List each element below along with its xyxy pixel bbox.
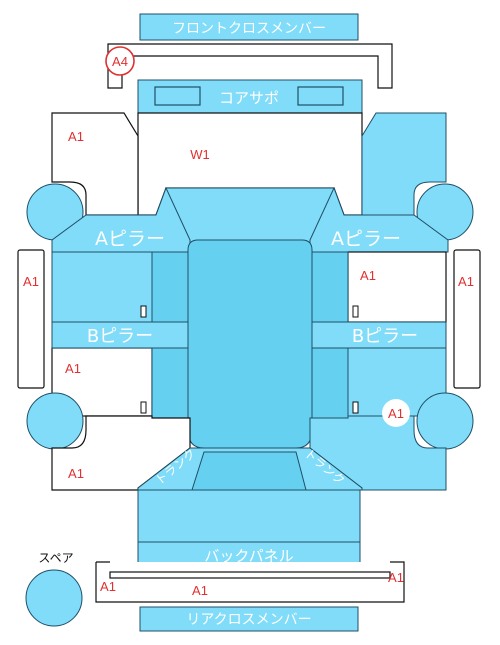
right-front-door[interactable] bbox=[347, 251, 447, 323]
trunk-floor bbox=[191, 451, 307, 491]
b-pillar-right[interactable] bbox=[311, 321, 447, 349]
back-panel-label: バックパネル bbox=[204, 547, 293, 565]
damage-mark-rwheel-a1: A1 bbox=[388, 406, 404, 421]
rear-cross-member[interactable] bbox=[139, 606, 359, 632]
rear-right-quarter[interactable] bbox=[309, 415, 447, 491]
rear-right-wheel[interactable] bbox=[416, 392, 474, 450]
spare-tire[interactable] bbox=[25, 569, 83, 627]
right-front-handle bbox=[352, 305, 359, 318]
left-front-handle bbox=[140, 305, 147, 318]
rear-cross-member-label: リアクロスメンバー bbox=[186, 612, 311, 628]
damage-mark-rear-m-a1: A1 bbox=[192, 583, 208, 598]
damage-mark-rdoor-a1: A1 bbox=[360, 268, 376, 283]
damage-patch-rwheel bbox=[382, 399, 410, 427]
roof-panel[interactable] bbox=[187, 239, 313, 449]
damage-mark-rear-l-a1: A1 bbox=[100, 579, 116, 594]
right-rear-handle bbox=[352, 401, 359, 414]
left-front-door[interactable] bbox=[51, 251, 153, 323]
right-side-sill[interactable] bbox=[453, 249, 481, 389]
damage-mark-roof-w1: W1 bbox=[190, 147, 210, 162]
damage-mark-rside-a1: A1 bbox=[458, 274, 474, 289]
damage-mark-fl-a1: A1 bbox=[68, 129, 84, 144]
damage-circle-a4 bbox=[105, 46, 135, 76]
damage-mark-ldoor-a1: A1 bbox=[65, 361, 81, 376]
damage-mark-lside-a1: A1 bbox=[23, 274, 39, 289]
rear-left-wheel[interactable] bbox=[26, 392, 84, 450]
front-left-fender[interactable] bbox=[51, 112, 139, 216]
b-pillar-left-label: Bピラー bbox=[87, 326, 153, 347]
a-pillar-right-label: Aピラー bbox=[331, 228, 401, 250]
core-support-label: コアサポ bbox=[219, 89, 279, 107]
front-cross-member-label: フロントクロスメンバー bbox=[172, 21, 326, 37]
front-cross-member[interactable] bbox=[139, 13, 359, 41]
core-support-left-opening bbox=[154, 86, 201, 106]
damage-mark-rl-a1: A1 bbox=[68, 466, 84, 481]
spare-label: スペア bbox=[38, 551, 73, 565]
core-support-right-opening bbox=[297, 86, 344, 106]
front-bumper-outline[interactable] bbox=[107, 43, 393, 89]
b-pillar-left[interactable] bbox=[51, 321, 189, 349]
left-side-sill[interactable] bbox=[17, 249, 45, 389]
b-pillar-right-label: Bピラー bbox=[352, 326, 418, 347]
a-pillar-left-label: Aピラー bbox=[95, 228, 165, 250]
damage-mark-rear-r-a1: A1 bbox=[388, 570, 404, 585]
damage-mark-fc-a4: A4 bbox=[112, 54, 128, 69]
rear-bumper-inner[interactable] bbox=[109, 571, 391, 579]
rear-bumper-outline[interactable] bbox=[95, 561, 405, 603]
left-rear-handle bbox=[140, 401, 147, 414]
back-panel-upper[interactable] bbox=[137, 489, 361, 543]
